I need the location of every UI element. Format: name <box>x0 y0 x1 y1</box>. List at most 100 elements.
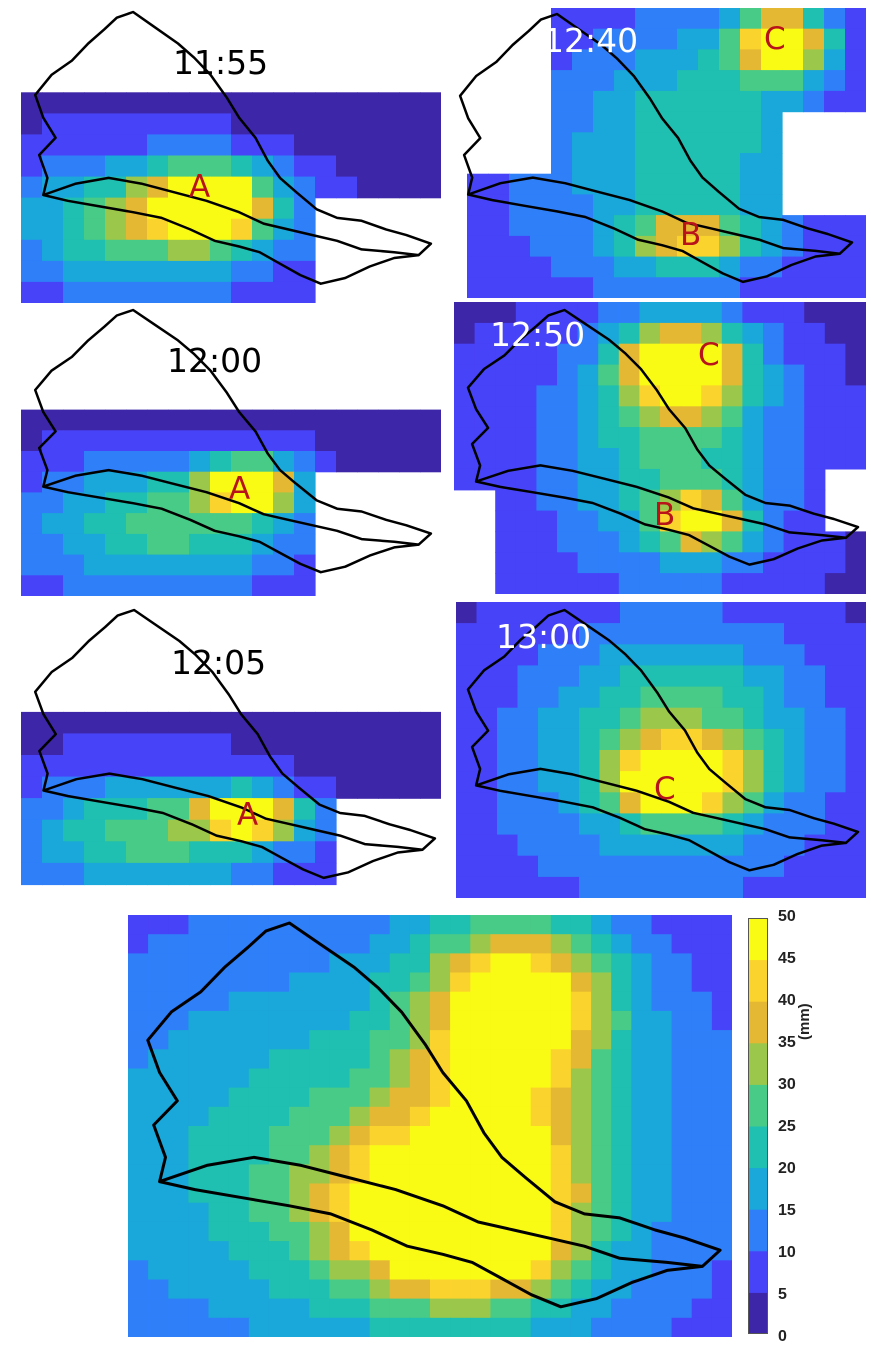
rain-cell <box>476 750 498 772</box>
rain-grid <box>454 302 866 594</box>
rain-cell <box>551 173 573 195</box>
rain-cell <box>783 406 805 428</box>
rain-cell <box>42 733 64 756</box>
rain-cell <box>168 915 189 935</box>
rain-cell <box>231 862 253 886</box>
rain-cell <box>845 364 866 387</box>
rain-cell <box>591 1164 612 1185</box>
rain-cell <box>783 322 805 345</box>
rain-cell <box>430 1298 451 1319</box>
rain-cell <box>536 385 558 407</box>
rain-cell <box>420 755 441 778</box>
rain-cell <box>510 1260 532 1281</box>
rain-cell <box>661 644 683 666</box>
rain-cell <box>168 218 190 241</box>
rain-cell <box>467 256 489 278</box>
rain-cell <box>84 155 106 178</box>
rain-cell <box>740 215 762 237</box>
rain-cell <box>763 468 785 491</box>
rain-cell <box>147 155 169 178</box>
rain-cell <box>231 513 253 535</box>
rain-cell <box>147 430 169 452</box>
rain-cell <box>42 819 64 842</box>
rain-cell <box>721 427 743 449</box>
rain-cell <box>550 1126 572 1146</box>
rain-cell <box>702 728 724 751</box>
rain-cell <box>389 1049 411 1070</box>
rain-cell <box>467 215 489 237</box>
storm-cell-label: A <box>237 797 259 833</box>
rain-cell <box>558 707 580 730</box>
rain-cell <box>369 915 391 935</box>
rain-cell <box>572 90 594 113</box>
rain-cell <box>635 256 657 278</box>
rain-cell <box>399 113 421 136</box>
rain-cell <box>620 855 642 878</box>
rain-cell <box>409 1106 431 1127</box>
rain-cell <box>804 707 826 730</box>
rain-cell <box>430 972 451 993</box>
rain-cell <box>631 1030 652 1050</box>
rain-cell <box>309 1030 330 1050</box>
rain-cell <box>510 1087 532 1108</box>
rain-cell <box>148 1260 169 1281</box>
rain-cell <box>611 1068 632 1089</box>
rain-cell <box>593 111 615 133</box>
rain-cell <box>430 991 451 1012</box>
rain-cell <box>681 686 703 709</box>
rain-cell <box>572 111 594 133</box>
rain-cell <box>611 991 632 1012</box>
rain-cell <box>315 776 337 799</box>
rain-cell <box>168 1106 189 1127</box>
rain-cell <box>711 1183 732 1204</box>
rain-cell <box>289 1221 310 1242</box>
rain-cell <box>456 855 478 878</box>
rain-cell <box>128 1317 149 1337</box>
rain-cell <box>231 260 253 283</box>
rain-cell <box>378 733 400 756</box>
rain-cell <box>719 256 741 278</box>
rain-cell <box>631 1202 652 1223</box>
rain-cell <box>763 343 785 366</box>
rain-cell <box>722 792 744 814</box>
rain-cell <box>309 1298 330 1319</box>
rain-cell <box>357 755 379 778</box>
rain-cell <box>550 1106 572 1127</box>
rain-cell <box>530 1049 552 1070</box>
rain-cell <box>228 1049 250 1070</box>
rain-cell <box>598 573 620 594</box>
rain-cell <box>126 776 148 799</box>
rain-cell <box>558 855 580 878</box>
rain-cell <box>63 492 85 514</box>
rain-cell <box>21 862 43 886</box>
rain-cell <box>329 972 350 993</box>
rain-cell <box>614 70 636 92</box>
rain-cell <box>168 862 190 886</box>
rain-cell <box>572 256 594 278</box>
rain-cell <box>611 972 632 993</box>
rain-cell <box>168 451 190 473</box>
rain-cell <box>558 686 580 709</box>
rain-cell <box>188 1221 210 1242</box>
rain-cell <box>210 533 232 556</box>
rain-cell <box>660 302 682 324</box>
rain-cell <box>456 792 478 814</box>
rain-cell <box>63 862 85 886</box>
rain-cell <box>147 113 169 136</box>
rain-cell <box>315 176 337 199</box>
rain-cell <box>510 1126 532 1146</box>
rain-cell <box>490 1183 512 1204</box>
rain-cell <box>721 448 743 470</box>
rain-cell <box>128 1183 149 1204</box>
rain-cell <box>538 771 560 793</box>
rain-cell <box>510 1317 532 1337</box>
rain-cell <box>591 934 612 954</box>
rain-cell <box>450 991 471 1012</box>
rain-cell <box>189 155 211 178</box>
rain-cell <box>210 176 232 199</box>
rain-cell <box>168 554 190 576</box>
rain-cell <box>210 554 232 576</box>
rain-cell <box>631 915 652 935</box>
colorbar-segment <box>748 1001 768 1044</box>
rain-cell <box>824 70 846 92</box>
